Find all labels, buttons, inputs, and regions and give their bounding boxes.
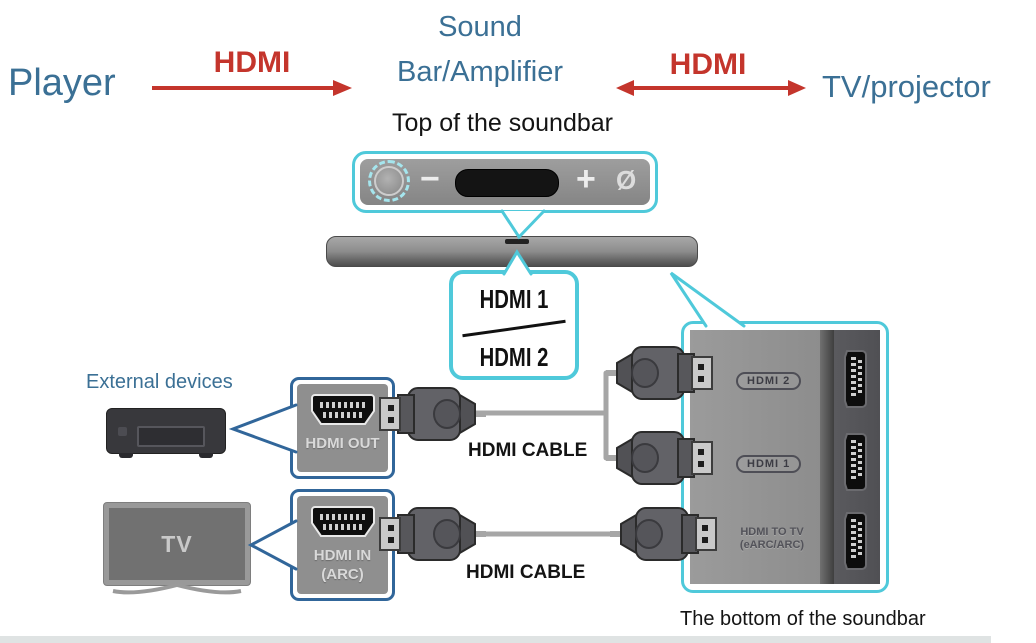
hdmi-port-vertical-icon [844, 433, 867, 491]
soundbar-amplifier-label-line1: Sound [438, 11, 522, 43]
hdmi-in-arc-line2: (ARC) [321, 565, 364, 583]
hdmi-source-callout: HDMI 1 HDMI 2 [449, 270, 579, 380]
soundbar-amplifier-label-line2: Bar/Amplifier [397, 56, 563, 88]
hdmi-left-label: HDMI [213, 46, 291, 79]
soundbar-bottom-panel-face: HDMI 2 HDMI 1 HDMI TO TV (eARC/ARC) [690, 330, 880, 584]
hdmi-in-line1: HDMI IN [313, 547, 372, 564]
hdmi-cable-label-1: HDMI CABLE [468, 440, 588, 461]
plus-icon: + [576, 160, 596, 198]
hdmi-port-icon [310, 394, 375, 425]
port-label-hdmi-to-tv: HDMI TO TV (eARC/ARC) [720, 526, 824, 552]
hdmi-port-icon [310, 506, 375, 537]
hdmi-out-label: HDMI OUT [305, 435, 380, 452]
player-label: Player [8, 62, 116, 104]
external-devices-label: External devices [86, 371, 233, 393]
hdmi-plug-out [379, 387, 487, 441]
tv-screen: TV [109, 508, 245, 580]
hdmi-in-label: HDMI IN (ARC) [314, 547, 372, 585]
volume-knob-icon [368, 160, 410, 202]
top-panel-callout-tail [500, 209, 546, 240]
slash-divider [462, 319, 566, 338]
hdmi-to-tv-line1: HDMI TO TV [740, 526, 804, 538]
display-oval [455, 169, 559, 197]
hdmi-in-panel: HDMI IN (ARC) [297, 496, 388, 594]
player-disc-tray [137, 426, 205, 447]
port-label-hdmi2: HDMI 2 [736, 372, 802, 390]
player-button [118, 427, 127, 436]
arrow-player-to-soundbar [152, 80, 352, 96]
soundbar-top-panel: − + Ø [352, 151, 658, 213]
soundbar-bottom-panel: HDMI 2 HDMI 1 HDMI TO TV (eARC/ARC) [681, 321, 889, 593]
player-foot [119, 453, 133, 458]
hdmi2-label: HDMI 2 [479, 342, 549, 372]
hdmi-right-label: HDMI [669, 48, 747, 81]
soundbar-display-notch [505, 239, 529, 244]
hdmi-to-tv-line2: (eARC/ARC) [739, 539, 805, 552]
hdmi-plug-in [379, 507, 487, 561]
soundbar-top-panel-face: − + Ø [360, 159, 650, 205]
power-icon: Ø [616, 165, 637, 195]
hdmi-in-port-box: HDMI IN (ARC) [290, 489, 395, 601]
hdmi-out-port-box: HDMI OUT [290, 377, 395, 479]
port-label-hdmi1: HDMI 1 [736, 455, 802, 473]
panel-seam [820, 330, 834, 584]
hdmi-cable-label-2: HDMI CABLE [466, 562, 586, 583]
bottom-edge-bar [0, 636, 991, 643]
bottom-of-soundbar-caption: The bottom of the soundbar [680, 608, 926, 630]
minus-icon: − [420, 160, 440, 198]
player-device [106, 408, 226, 458]
hdmi-port-vertical-icon [844, 350, 867, 408]
tv-device: TV [103, 502, 251, 586]
panel-port-column [834, 330, 880, 584]
soundbar-body [326, 236, 698, 267]
hdmi-out-panel: HDMI OUT [297, 384, 388, 472]
knob-core [374, 166, 404, 196]
tv-stand [112, 583, 242, 595]
top-of-soundbar-caption: Top of the soundbar [392, 109, 613, 137]
arrow-soundbar-tv-bidirectional [616, 80, 806, 96]
wedge-to-player [228, 403, 298, 454]
tv-label: TV [161, 530, 193, 557]
hdmi1-label: HDMI 1 [479, 284, 549, 314]
player-foot [199, 453, 213, 458]
hdmi-port-vertical-icon [844, 512, 867, 570]
tv-projector-label: TV/projector [822, 69, 991, 104]
bottom-panel-callout-tail [669, 271, 746, 328]
